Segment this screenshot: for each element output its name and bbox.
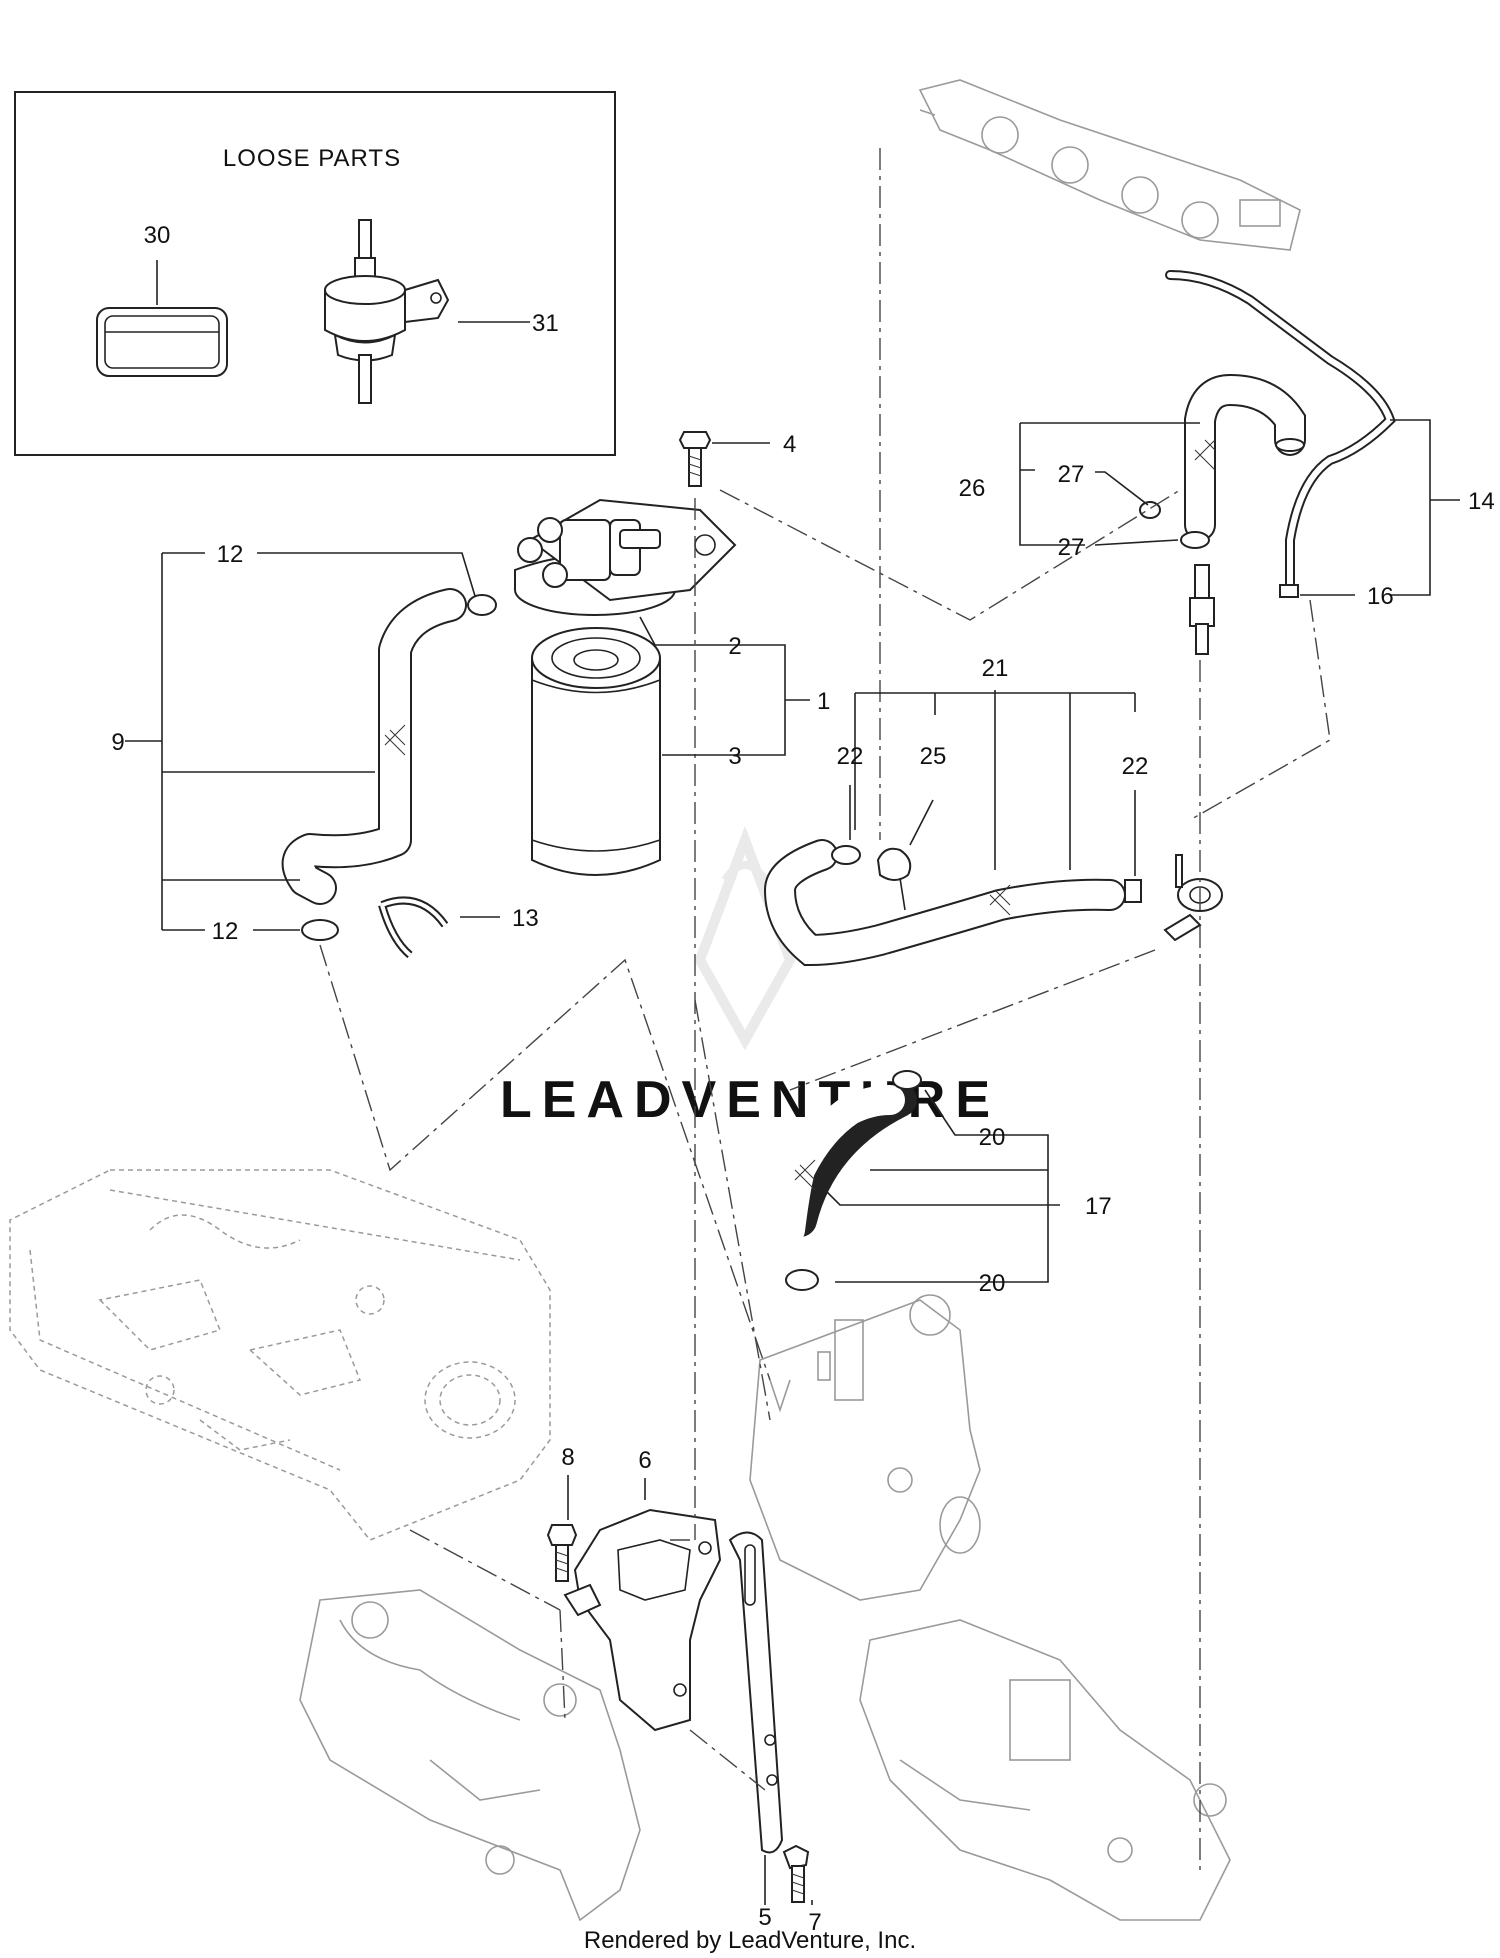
leaders [125, 260, 1460, 1905]
part-26-hose [1184, 373, 1306, 541]
part-9-hose [281, 588, 467, 905]
callout-20-lower: 20 [979, 1270, 1006, 1297]
manifold-outline [299, 1589, 641, 1922]
callout-7: 7 [808, 1909, 821, 1936]
loose-parts-title: LOOSE PARTS [223, 145, 401, 172]
callout-31: 31 [532, 310, 559, 337]
callout-22-left: 22 [837, 743, 864, 770]
assembly-lines [319, 148, 1331, 1870]
part-25-clip [876, 847, 912, 911]
part-20-clamp-lower [785, 1269, 819, 1291]
callout-25: 25 [920, 743, 947, 770]
part-12-clamp-lower [301, 919, 339, 941]
callout-30: 30 [144, 222, 171, 249]
callout-12-lower: 12 [212, 918, 239, 945]
housing-outline [859, 1619, 1231, 1921]
callout-16: 16 [1367, 583, 1394, 610]
loose-parts-box: LOOSE PARTS [14, 91, 616, 456]
part-8-bolt [546, 1524, 578, 1582]
part-12-clamp-upper [467, 594, 497, 616]
part-22-clamp-right [1124, 879, 1142, 903]
part-30-label [96, 307, 228, 377]
callout-22-right: 22 [1122, 753, 1149, 780]
callout-12-upper: 12 [217, 541, 244, 568]
footer-credit: Rendered by LeadVenture, Inc. [584, 1927, 916, 1954]
callout-27-upper: 27 [1058, 461, 1085, 488]
watermark-text: LEADVENTURE [500, 1071, 1000, 1129]
callout-5: 5 [758, 1904, 771, 1931]
part-20-clamp-upper [892, 1070, 922, 1090]
callout-1: 1 [817, 688, 830, 715]
part-7-bolt [782, 1844, 810, 1903]
callout-2: 2 [728, 633, 741, 660]
banjo-fitting [1189, 564, 1215, 655]
callout-14: 14 [1468, 488, 1495, 515]
part-3-filter-element [531, 627, 661, 876]
part-22-clamp-left [831, 845, 861, 865]
callout-6: 6 [638, 1447, 651, 1474]
injection-pump-outline [749, 1294, 981, 1601]
callout-9: 9 [111, 729, 124, 756]
callout-3: 3 [728, 743, 741, 770]
callout-8: 8 [561, 1444, 574, 1471]
part-2-filter-head [514, 498, 737, 616]
cylinder-head-outline [9, 1169, 551, 1541]
callout-27-lower: 27 [1058, 534, 1085, 561]
callout-labels: 30 31 4 12 9 12 13 2 1 3 21 22 25 22 26 … [111, 222, 1494, 1936]
part-21-hose [763, 839, 1126, 967]
callout-26: 26 [959, 475, 986, 502]
part-4-bolt [678, 431, 712, 487]
part-17-hose [775, 1083, 917, 1245]
tee-fitting [1163, 854, 1223, 942]
callout-20-upper: 20 [979, 1124, 1006, 1151]
part-14-return-hose [1165, 270, 1396, 598]
callout-13: 13 [512, 905, 539, 932]
callout-4: 4 [783, 431, 796, 458]
part-27-clamp-lower [1180, 531, 1210, 549]
part-13-band-clamp [378, 896, 449, 959]
part-5-strap [728, 1531, 784, 1854]
callout-17: 17 [1085, 1193, 1112, 1220]
part-6-bracket [563, 1508, 722, 1732]
callout-21: 21 [982, 655, 1009, 682]
part-31-regulator [324, 219, 450, 404]
fuel-rail-outline [918, 79, 1301, 251]
